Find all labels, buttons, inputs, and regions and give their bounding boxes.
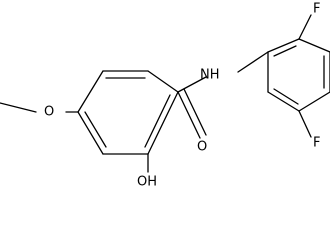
bond-n-ring (237, 51, 269, 73)
atom-label-nh: NH (200, 68, 220, 83)
bond-f-top (298, 14, 312, 40)
molecule-structure: F F NH O OH O (0, 2, 330, 190)
bond-f-bottom (298, 110, 312, 138)
bond-c-o-double-1 (177, 91, 201, 139)
atom-label-methoxy-o: O (44, 105, 54, 120)
difluorophenyl-ring (267, 38, 330, 112)
atom-label-hydroxyl: OH (137, 175, 157, 190)
atom-label-carbonyl-o: O (197, 140, 207, 155)
hydroxymethoxyphenyl-ring (77, 70, 179, 155)
bond-methoxy-methyl (0, 102, 37, 113)
bond-c-n (177, 76, 207, 93)
atom-label-f-bottom: F (313, 136, 320, 151)
atom-label-f-top: F (313, 2, 320, 17)
bond-c-o-double-2 (183, 88, 207, 136)
